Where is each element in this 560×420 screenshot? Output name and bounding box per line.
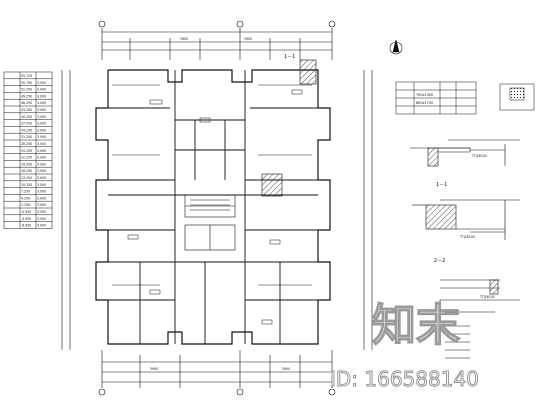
plan-title: 1－1 (284, 54, 295, 60)
level-table-elevation: 1.250 (21, 203, 30, 207)
dim-top-left: 3900 (180, 37, 188, 41)
level-table-elevation: 16.250 (21, 169, 32, 173)
watermark-logo: 知末 (371, 299, 460, 351)
level-table-elevation: 28.250 (21, 142, 32, 146)
level-table-height: 3.000 (37, 176, 46, 180)
level-table-elevation: 19.250 (21, 162, 32, 166)
level-table-height: 3.000 (37, 162, 46, 166)
level-table-height: 3.000 (37, 196, 46, 200)
level-table-elevation: 34.250 (21, 128, 32, 132)
level-table-elevation: 52.250 (21, 88, 32, 92)
level-table-elevation: -6.050 (21, 224, 31, 228)
level-table-height: 3.000 (37, 142, 46, 146)
level-table-elevation: 49.250 (21, 94, 32, 98)
level-table-elevation: -0.050 (21, 210, 31, 214)
top-dimension-lines (101, 28, 333, 60)
floor-plan (61, 20, 373, 396)
watermark-id: ID: 166588140 (330, 367, 479, 391)
watermark-logo-text: 知末 (372, 300, 460, 351)
stair-detail (439, 279, 520, 359)
level-table-elevation: 13.250 (21, 176, 32, 180)
level-table-height: 3.000 (37, 135, 46, 139)
dim-bottom-left: 3900 (150, 367, 158, 371)
level-table-header: 55.720 (21, 74, 32, 78)
opening-size-2: 800x1750 (416, 101, 433, 105)
hatched-shaft (261, 173, 283, 197)
level-table-height: 3.000 (37, 94, 46, 98)
north-arrow-icon (389, 39, 403, 55)
level-table-elevation: 4.250 (21, 196, 30, 200)
detail-tag: TTJ28100 (479, 295, 495, 299)
level-table-height: 3.000 (37, 156, 46, 160)
section-2-2-label: 2－2 (434, 258, 445, 264)
level-table-height: 3.000 (37, 210, 46, 214)
level-table-height: 3.000 (37, 203, 46, 207)
opening-table (395, 81, 535, 115)
level-table-height: 3.000 (37, 183, 46, 187)
level-table-height: 3.000 (37, 190, 46, 194)
level-table-elevation: 37.250 (21, 122, 32, 126)
level-table (3, 71, 53, 229)
level-table-elevation: 25.250 (21, 149, 32, 153)
level-table-height: 3.000 (37, 169, 46, 173)
section-1-1-label: 1－1 (436, 182, 447, 188)
level-table-height: 3.000 (37, 101, 46, 105)
level-table-height: 3.000 (37, 108, 46, 112)
section-2-2-detail (412, 199, 520, 240)
opening-size-1: 700x1300 (416, 93, 433, 97)
level-table-height: 3.000 (37, 115, 46, 119)
level-table-elevation: 46.250 (21, 101, 32, 105)
outer-walls (95, 69, 331, 345)
interior-walls (108, 70, 318, 344)
plan-annotations (112, 84, 312, 325)
level-table-height: 3.000 (37, 81, 46, 85)
level-table-height: 3.000 (37, 122, 46, 126)
section-2-2-tag: TTJ28100 (459, 235, 475, 239)
side-dimension-lines (61, 70, 373, 350)
level-table-height: 3.000 (37, 217, 46, 221)
level-table-elevation: 40.250 (21, 115, 32, 119)
level-table-elevation: -3.050 (21, 217, 31, 221)
hatched-column (299, 59, 317, 85)
bottom-dimension-lines (101, 350, 333, 388)
section-1-1-detail (410, 139, 520, 167)
level-table-elevation: 43.250 (21, 108, 32, 112)
level-table-elevation: 31.250 (21, 135, 32, 139)
dim-top-right: 3900 (244, 37, 252, 41)
stair-core (184, 194, 236, 251)
section-1-1-tag: TTJ28100 (471, 154, 487, 158)
axis-bubbles (98, 20, 336, 396)
level-table-elevation: 7.250 (21, 190, 30, 194)
level-table-elevation: 10.250 (21, 183, 32, 187)
level-table-height: 3.000 (37, 88, 46, 92)
level-table-height: 3.000 (37, 128, 46, 132)
level-table-height: 3.000 (37, 149, 46, 153)
level-table-elevation: 55.790 (21, 81, 32, 85)
level-table-height: 3.000 (37, 224, 46, 228)
dim-bottom-right: 3900 (282, 367, 290, 371)
level-table-elevation: 22.250 (21, 156, 32, 160)
